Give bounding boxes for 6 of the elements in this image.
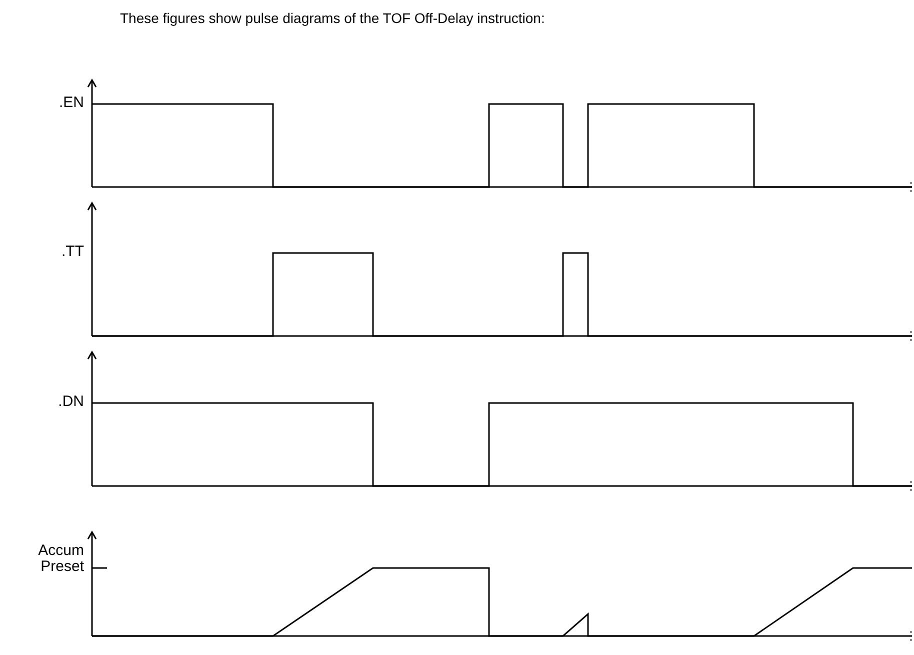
title: These figures show pulse diagrams of the TOF Off-Delay instruction: — [120, 9, 545, 28]
signal-label: .TT — [62, 243, 84, 261]
signal-label: Accum — [38, 542, 84, 560]
signal-label: .EN — [58, 94, 84, 112]
signal-label: Preset — [40, 558, 84, 576]
signal-label: .DN — [58, 393, 84, 411]
